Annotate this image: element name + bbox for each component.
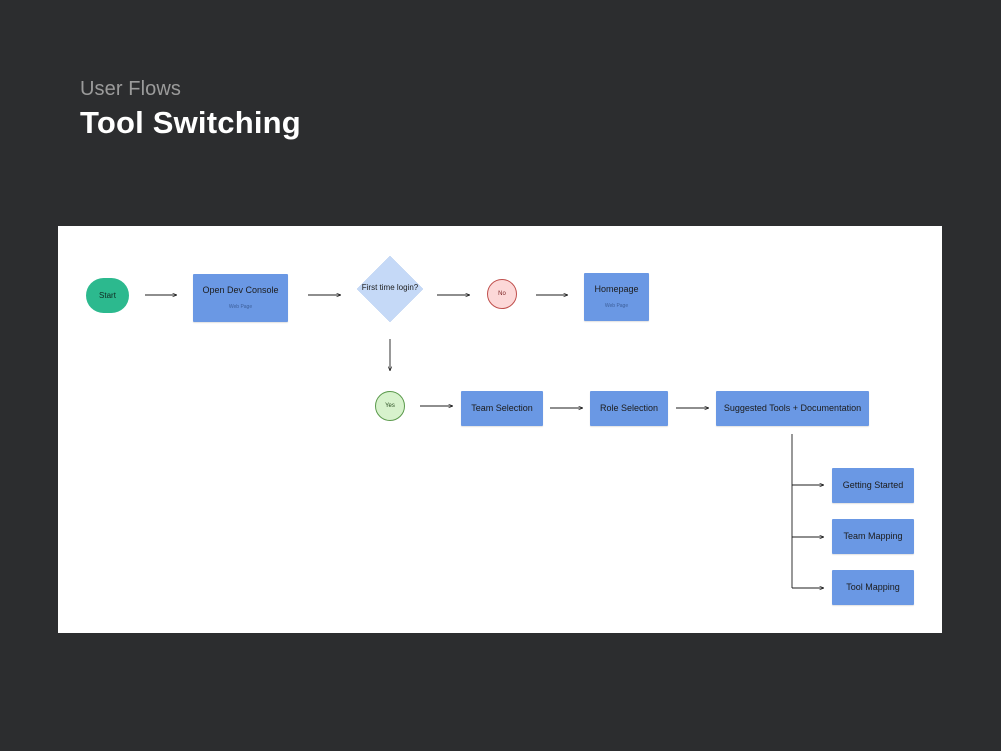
- tool-mapping-label: Tool Mapping: [846, 581, 900, 592]
- open-dev-console-label: Open Dev Console: [202, 285, 279, 296]
- first-time-login-decision: First time login?: [356, 255, 424, 323]
- role-selection-label: Role Selection: [599, 402, 659, 413]
- homepage-sublabel: Web Page: [604, 302, 629, 309]
- no-node: No: [487, 279, 517, 309]
- start-label: Start: [99, 291, 116, 300]
- flow-canvas: Start Open Dev Console Web Page First ti…: [58, 226, 942, 633]
- homepage-label: Homepage: [594, 284, 639, 295]
- decision-label: First time login?: [361, 283, 419, 292]
- getting-started-label: Getting Started: [842, 479, 904, 490]
- decision-diamond-shape: [356, 255, 424, 323]
- open-dev-console-node: Open Dev Console Web Page: [193, 274, 288, 322]
- role-selection-node: Role Selection: [590, 391, 668, 426]
- team-selection-label: Team Selection: [471, 402, 533, 413]
- team-mapping-node: Team Mapping: [832, 519, 914, 554]
- homepage-node: Homepage Web Page: [584, 273, 649, 321]
- page-title: Tool Switching: [80, 105, 301, 140]
- connector-layer: [145, 226, 824, 633]
- team-selection-node: Team Selection: [461, 391, 543, 426]
- header-subtitle: User Flows: [80, 78, 182, 100]
- getting-started-node: Getting Started: [832, 468, 914, 503]
- yes-label: Yes: [385, 403, 395, 409]
- suggested-tools-label: Suggested Tools + Documentation: [723, 402, 862, 413]
- no-label: No: [498, 291, 506, 297]
- start-node: Start: [86, 278, 129, 313]
- team-mapping-label: Team Mapping: [843, 530, 903, 541]
- tool-mapping-node: Tool Mapping: [832, 570, 914, 605]
- yes-node: Yes: [375, 391, 405, 421]
- suggested-tools-node: Suggested Tools + Documentation: [716, 391, 869, 426]
- open-dev-console-sublabel: Web Page: [228, 303, 253, 310]
